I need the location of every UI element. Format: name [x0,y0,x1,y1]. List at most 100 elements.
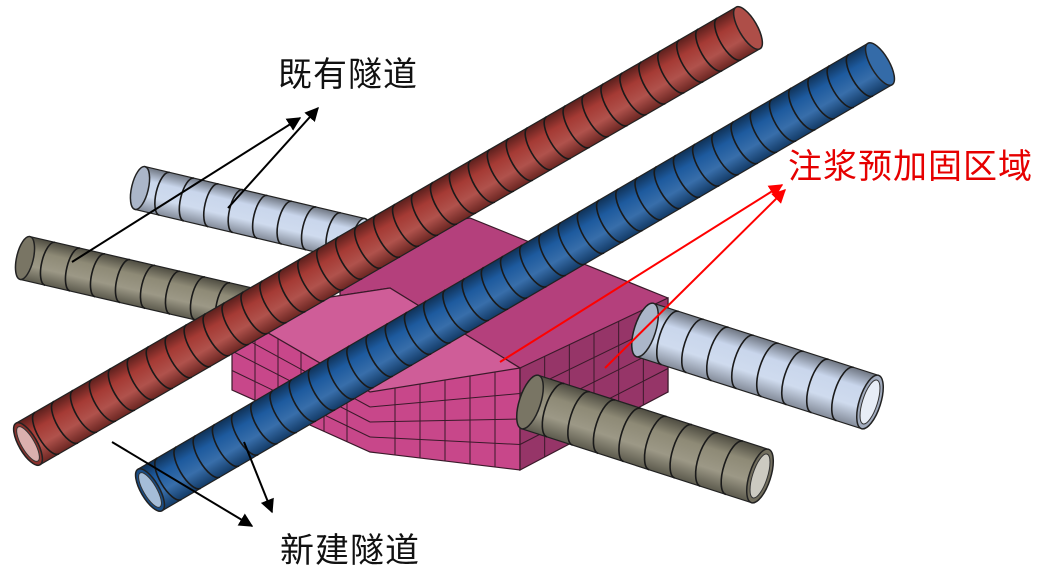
new-tunnel-label: 新建隧道 [280,531,420,571]
tube-ring [643,415,667,471]
tube-ring [189,276,206,321]
tube-ring [39,241,56,286]
tube-ring [403,311,432,356]
tube-end-cap [732,5,764,51]
tube-ring [429,181,458,226]
tube-ring [480,266,509,311]
tube-ring [139,264,156,310]
tube-ring [600,83,628,127]
tube-ring [422,300,451,344]
grouting-zone-label: 注浆预加固区域 [788,147,1033,187]
tube-ring [713,17,742,61]
tube-ring [192,434,221,479]
tube-ring [178,177,195,222]
tube-ring [467,159,496,204]
tube-ring [505,137,534,182]
tube-ring [114,258,131,304]
existing-tunnel-near-right [515,374,775,504]
tube-ring [676,39,704,83]
tube-ring [211,423,240,468]
tube-ring [655,310,679,366]
tube-ring [638,61,666,105]
arrow-grouting-zone-2 [604,189,786,369]
tube-ring [787,87,816,131]
tube-ring [307,367,336,412]
tube-ring [442,289,470,333]
tube-ring [711,132,739,176]
tube-start-cap [631,302,659,358]
tube-ring [297,258,325,302]
tube-ring [126,356,155,401]
arrow-new-tunnel-1 [111,441,254,527]
tube-start-cap [14,235,36,281]
tube-ring [730,334,754,390]
tube-ring [353,225,382,269]
tube-ring [826,65,855,109]
tube-ring [410,192,439,237]
tube-body [635,302,880,430]
tube-ring [276,200,292,245]
tube-ring [562,105,590,149]
tube-ring [251,194,268,240]
tube-ring [845,53,874,98]
tube-ring [461,278,490,322]
tube-ring [278,269,306,313]
tube-ring [680,318,704,374]
tube-end-cap [864,42,896,86]
tube-ring [730,121,759,165]
block-grid-line [369,436,521,445]
tube-ring [384,322,413,367]
block-grid-line [369,418,521,423]
tube-ring [334,236,363,280]
tube-ring [619,72,647,116]
callout-arrows [71,106,786,527]
tube-ring [316,247,344,291]
tube-ring [250,401,278,445]
tube-ring [164,334,192,379]
block-grid-line [369,393,521,408]
tube-ring [749,109,778,154]
tube-ring [694,431,718,487]
tube-ring [595,199,624,243]
tube-ring [31,411,60,456]
tube-start-cap [129,165,151,211]
tube-ring [69,389,98,434]
tube-ring [780,350,804,406]
tube-ring [755,342,779,398]
arrow-existing-tunnel-1 [71,117,302,263]
tube-ring [524,126,552,171]
tube-ring [154,171,170,216]
new-tunnel-front [12,5,764,467]
tube-ring [173,446,201,490]
existing-tunnel-far-right [631,302,884,430]
tube-ring [183,324,211,368]
tube-ring [240,291,268,335]
tube-ring [145,345,174,390]
arrow-new-tunnel-2 [243,441,274,514]
tube-ring [89,253,106,298]
tube-start-cap [515,374,545,430]
tube-start-opening [16,426,40,462]
tube-ring [227,188,244,234]
tube-ring [615,188,643,232]
tube-ring [486,148,515,193]
tube-ring [107,367,136,412]
tube-end-opening [859,379,881,425]
tube-ring [830,366,854,422]
tube-ring [541,382,565,438]
tube-ring [807,76,835,120]
tube-ring [705,326,729,382]
tube-ring [154,457,182,501]
tube-ring [372,214,401,259]
tube-ring [326,356,355,400]
tube-ring [657,50,685,94]
tube-ring [592,399,616,455]
tube-ring [720,440,744,496]
arrow-existing-tunnel-2 [227,106,319,209]
tube-ring [346,345,374,389]
tube-ring [202,183,219,228]
tube-ring [768,98,797,143]
tube-ring [543,116,571,160]
arrow-grouting-zone-1 [499,184,784,363]
